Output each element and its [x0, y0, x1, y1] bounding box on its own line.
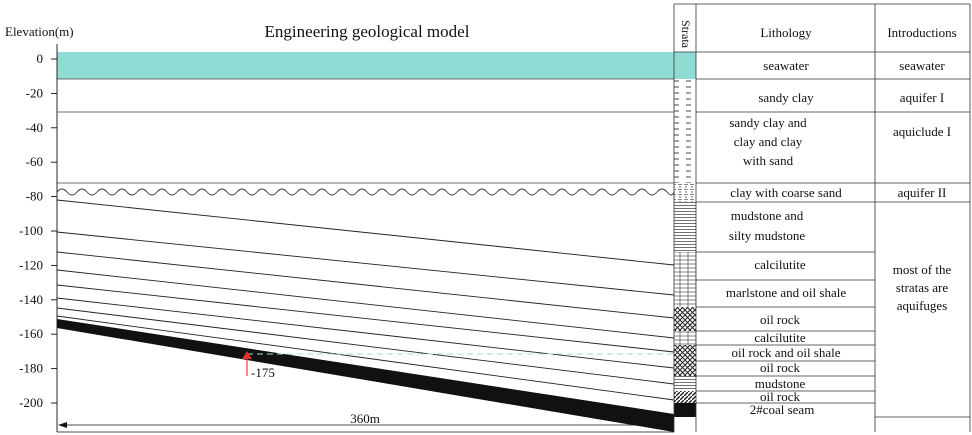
marker-arrow-icon: [242, 351, 252, 359]
dipping-stratum-line: [56, 315, 675, 401]
strata-sandy-clay: [674, 79, 696, 112]
dipping-stratum-line: [56, 297, 675, 369]
elevation-tick-label: 0: [37, 51, 44, 66]
dipping-stratum-line: [56, 307, 675, 385]
unconformity-wavy-line: [56, 188, 675, 196]
elevation-tick-label: -140: [19, 292, 43, 307]
elevation-tick-label: -100: [19, 223, 43, 238]
lithology-mudstone-line-2: silty mudstone: [729, 228, 805, 243]
lithology-clay-with-sand-line-2: clay and clay: [734, 134, 803, 149]
dipping-stratum-line: [56, 231, 675, 296]
lithology-header: Lithology: [760, 25, 812, 40]
lithology-column: seawater sandy clay sandy clay and clay …: [726, 58, 846, 417]
lithology-oil-rock-3: oil rock: [760, 389, 801, 404]
strata-clay-with-sand: [674, 112, 696, 183]
lithology-seawater: seawater: [763, 58, 809, 73]
elevation-marker: -175: [242, 351, 275, 380]
dipping-strata-lines: [56, 199, 675, 401]
scale-arrow-left-icon: [58, 422, 67, 428]
intro-aquifuges-line-2: stratas are: [896, 280, 949, 295]
elevation-tick-label: -60: [26, 154, 43, 169]
lithology-clay-with-sand-line-1: sandy clay and: [729, 115, 807, 130]
marker-label: -175: [251, 365, 275, 380]
header: Elevation(m) Engineering geological mode…: [5, 20, 957, 49]
strata-header: Strata: [679, 20, 693, 49]
elevation-axis: 0 -20 -40 -60 -80 -100 -120 -140 -160 -180 -200: [19, 51, 57, 410]
elevation-axis-label: Elevation(m): [5, 24, 74, 39]
strata-coal: [674, 403, 696, 417]
strata-oil-rock-shale: [674, 345, 696, 361]
strata-marlstone: [674, 280, 696, 307]
strata-column: [674, 52, 696, 417]
table-grid: [673, 3, 971, 432]
lithology-clay-with-sand-line-3: with sand: [743, 153, 794, 168]
seawater-layer: [57, 52, 674, 79]
model-panel: -175: [56, 44, 675, 432]
introductions-column: seawater aquifer I aquiclude I aquifer I…: [893, 58, 952, 313]
elevation-tick-label: -40: [26, 120, 43, 135]
lithology-oil-rock-2: oil rock: [760, 360, 801, 375]
intro-aquifer-i: aquifer I: [900, 90, 944, 105]
strata-coarse-sand: [674, 183, 696, 202]
elevation-tick-label: -180: [19, 361, 43, 376]
dipping-stratum-line: [56, 199, 675, 266]
lithology-coal-seam: 2#coal seam: [750, 402, 815, 417]
lithology-coarse-sand: clay with coarse sand: [730, 185, 842, 200]
lithology-mudstone-2: mudstone: [755, 376, 806, 391]
lithology-oil-rock: oil rock: [760, 312, 801, 327]
elevation-tick-label: -80: [26, 189, 43, 204]
strata-mudstone-2: [674, 376, 696, 391]
strata-seawater: [674, 52, 696, 79]
dipping-stratum-line: [56, 284, 675, 353]
horizontal-scale: 360m: [57, 411, 674, 433]
intro-aquifer-ii: aquifer II: [898, 185, 947, 200]
strata-oil-rock-3: [674, 391, 696, 403]
lithology-oil-rock-shale: oil rock and oil shale: [731, 345, 840, 360]
elevation-tick-label: -200: [19, 395, 43, 410]
coal-seam-2: [57, 319, 674, 432]
strata-oil-rock: [674, 307, 696, 331]
lithology-calcilutite-2: calcilutite: [754, 330, 805, 345]
strata-calcilutite: [674, 252, 696, 280]
elevation-tick-label: -20: [26, 85, 43, 100]
intro-aquifuges-line-1: most of the: [893, 262, 952, 277]
dipping-stratum-line: [56, 269, 675, 339]
strata-oil-rock-2: [674, 361, 696, 376]
intro-aquiclude-i: aquiclude I: [893, 124, 951, 139]
lithology-calcilutite: calcilutite: [754, 257, 805, 272]
scale-label: 360m: [350, 411, 380, 426]
elevation-tick-label: -160: [19, 326, 43, 341]
introductions-header: Introductions: [887, 25, 956, 40]
model-title: Engineering geological model: [265, 22, 470, 41]
elevation-tick-label: -120: [19, 257, 43, 272]
scale-arrow-right-icon: [664, 422, 673, 428]
intro-aquifuges-line-3: aquifuges: [897, 298, 948, 313]
lithology-sandy-clay: sandy clay: [758, 90, 814, 105]
strata-calcilutite-2: [674, 331, 696, 345]
lithology-marlstone: marlstone and oil shale: [726, 285, 846, 300]
strata-mudstone: [674, 202, 696, 252]
dipping-stratum-line: [56, 251, 675, 319]
lithology-mudstone-line-1: mudstone and: [731, 208, 804, 223]
intro-seawater: seawater: [899, 58, 945, 73]
